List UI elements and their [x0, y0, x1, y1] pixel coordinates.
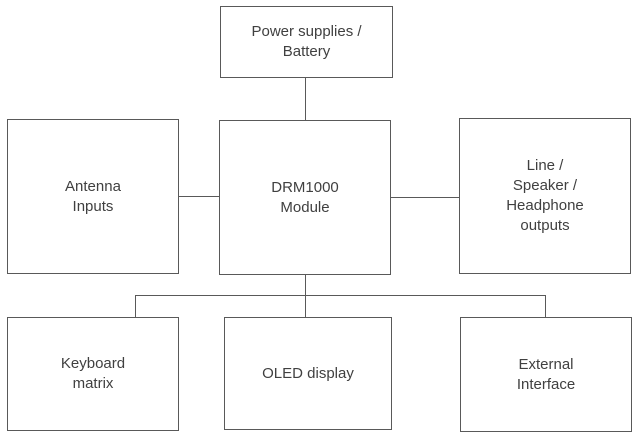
node-drm1000-module-label: DRM1000 Module: [271, 178, 339, 216]
node-power-supplies-battery-label: Power supplies / Battery: [251, 23, 362, 60]
connector-power-to-drm: [305, 77, 306, 120]
connector-branch-to-oled: [305, 295, 306, 317]
node-keyboard-matrix: Keyboard matrix: [7, 317, 179, 431]
connector-branch-to-external: [545, 295, 546, 317]
node-line-speaker-headphone-outputs: Line / Speaker / Headphone outputs: [459, 118, 631, 274]
branch-line: [135, 295, 546, 296]
node-oled-display: OLED display: [224, 317, 392, 430]
node-drm1000-module: DRM1000 Module: [219, 120, 391, 275]
connector-antenna-to-drm: [178, 196, 219, 197]
node-keyboard-matrix-label: Keyboard matrix: [60, 355, 126, 392]
node-antenna-inputs: Antenna Inputs: [7, 119, 179, 274]
node-line-speaker-headphone-outputs-label: Line / Speaker / Headphone outputs: [506, 157, 584, 234]
node-oled-display-label: OLED display: [262, 364, 354, 382]
node-external-interface: External Interface: [460, 317, 632, 432]
connector-branch-to-keyboard: [135, 295, 136, 317]
node-external-interface-label: External Interface: [516, 355, 576, 393]
connector-drm-to-outputs: [390, 197, 459, 198]
node-antenna-inputs-label: Antenna Inputs: [65, 177, 121, 215]
connector-drm-to-branch: [305, 274, 306, 295]
node-power-supplies-battery: Power supplies / Battery: [220, 6, 393, 78]
